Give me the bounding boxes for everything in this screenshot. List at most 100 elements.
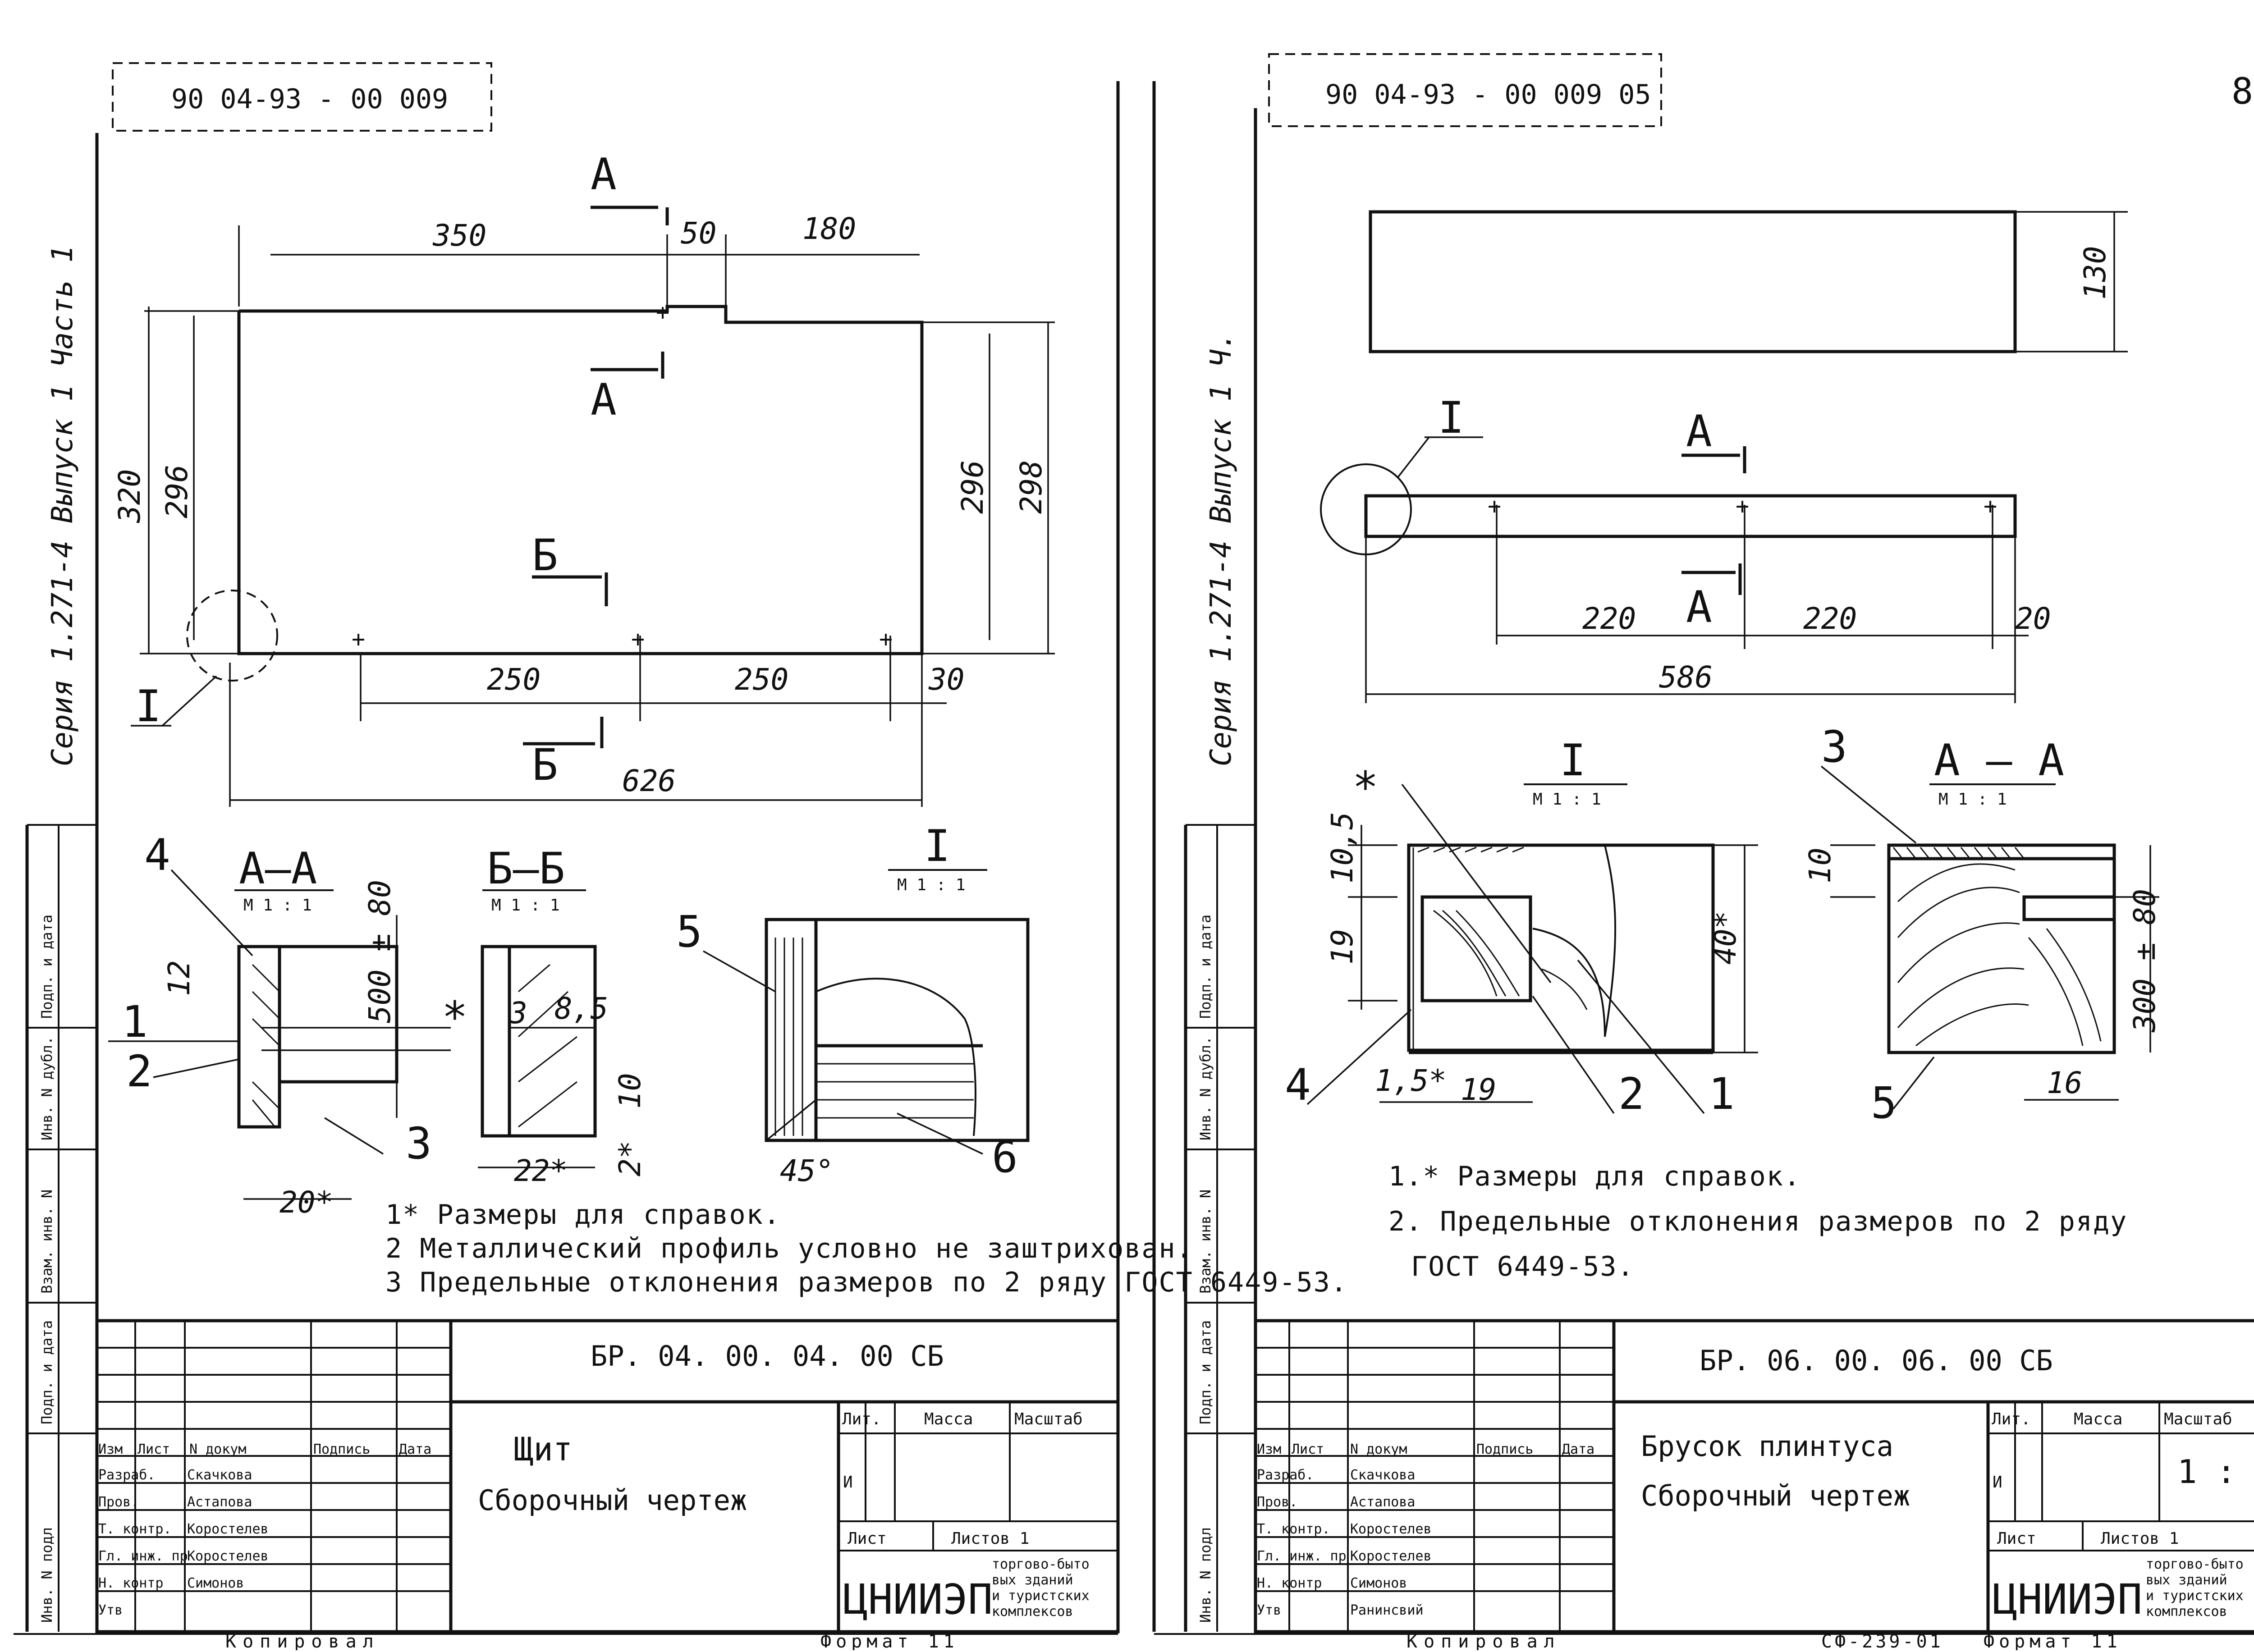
svg-text:+: +	[631, 626, 645, 652]
svg-text:Инв. N дубл.: Инв. N дубл.	[1197, 1036, 1214, 1140]
svg-text:Лит.: Лит.	[1992, 1410, 2031, 1428]
svg-text:2: 2	[126, 1046, 152, 1097]
svg-text:+: +	[1736, 493, 1749, 519]
svg-text:+: +	[879, 626, 893, 652]
svg-text:A: A	[591, 375, 617, 425]
detail-bb-left: Б–Б M 1 : 1 3 8,5 10 22* 2* *	[442, 843, 647, 1188]
doc-code-right: БР. 06. 00. 06. 00 СБ	[1700, 1344, 2053, 1377]
notes-right: 1.* Размеры для справок. 2. Предельные о…	[1388, 1161, 2126, 1282]
svg-text:торгово-быто: торгово-быто	[992, 1556, 1090, 1572]
svg-text:*: *	[442, 992, 468, 1043]
svg-text:Н. контр: Н. контр	[1257, 1575, 1322, 1591]
svg-text:2*: 2*	[613, 1141, 647, 1176]
svg-text:Инв. N подл: Инв. N подл	[1197, 1527, 1214, 1623]
svg-text:Подпись: Подпись	[1476, 1441, 1533, 1457]
svg-text:Разраб.: Разраб.	[98, 1467, 155, 1483]
svg-text:6: 6	[992, 1132, 1018, 1182]
plinth-front-view: 220 220 20 586 + + + A A I	[1320, 393, 2051, 703]
svg-text:+: +	[1488, 493, 1501, 519]
stamp-box-right	[1268, 53, 1662, 127]
svg-text:220: 220	[1582, 601, 1636, 636]
svg-text:Лит.: Лит.	[842, 1410, 881, 1428]
right-sheet: 90 04-93 - 00 009 05 8 Серия 1.271-4 Вып…	[1152, 53, 2254, 1652]
svg-text:1,5*: 1,5*	[1375, 1063, 1447, 1098]
svg-text:СФ-239-01: СФ-239-01	[1821, 1631, 1943, 1650]
svg-text:Лист: Лист	[137, 1441, 170, 1457]
svg-text:Т. контр.: Т. контр.	[98, 1521, 172, 1537]
svg-text:3: 3	[406, 1118, 432, 1169]
svg-text:Б: Б	[532, 740, 558, 790]
svg-text:торгово-быто: торгово-быто	[2146, 1556, 2244, 1572]
svg-text:Скачкова: Скачкова	[187, 1467, 252, 1483]
svg-text:19: 19	[1461, 1072, 1496, 1107]
title-block-right: БР. 06. 00. 06. 00 СБ Брусок плинтуса Сб…	[1254, 1319, 2254, 1634]
svg-text:Разраб.: Разраб.	[1257, 1467, 1314, 1483]
svg-text:и туристских: и туристских	[992, 1588, 1090, 1604]
svg-text:40*: 40*	[1708, 911, 1743, 965]
svg-text:+: +	[1984, 493, 1997, 519]
view-i-circle-right	[1320, 463, 1412, 555]
svg-text:I: I	[1560, 735, 1586, 786]
svg-text:Масштаб: Масштаб	[1014, 1410, 1083, 1428]
detail-aa-left: A–A M 1 : 1 500 ± 80 12 20* 4 1 2 3	[108, 830, 451, 1220]
svg-text:Подп. и дата: Подп. и дата	[1197, 915, 1214, 1019]
svg-text:12: 12	[162, 961, 197, 996]
svg-text:4: 4	[1285, 1060, 1311, 1110]
svg-text:30: 30	[928, 662, 964, 697]
svg-text:180: 180	[802, 211, 856, 246]
svg-text:50: 50	[681, 216, 716, 251]
svg-text:1: 1	[122, 997, 148, 1047]
svg-text:Подп. и дата: Подп. и дата	[38, 1320, 55, 1424]
svg-text:2: 2	[1618, 1069, 1645, 1119]
svg-text:A: A	[1686, 582, 1712, 632]
org-logo: ЦНИИЭП	[843, 1575, 993, 1624]
detail-i-right: I M 1 : 1 10,5 19 40* 1,5* 19 * 4	[1285, 735, 1758, 1119]
svg-text:8,5: 8,5	[554, 991, 608, 1026]
svg-text:586: 586	[1659, 660, 1713, 695]
svg-text:3: 3	[509, 996, 527, 1030]
svg-text:45°: 45°	[780, 1153, 834, 1188]
svg-text:M 1 : 1: M 1 : 1	[491, 896, 560, 915]
svg-text:A: A	[1686, 406, 1712, 457]
svg-text:Дата: Дата	[1562, 1441, 1594, 1457]
svg-text:I: I	[135, 681, 161, 732]
svg-text:Лист: Лист	[1292, 1441, 1324, 1457]
series-vertical-right: Серия 1.271-4 Выпуск 1 Ч.	[1205, 332, 1238, 766]
svg-text:Формат 11: Формат 11	[820, 1631, 959, 1650]
svg-text:10,5: 10,5	[1325, 812, 1360, 883]
svg-text:4: 4	[144, 830, 170, 880]
side-table: Инв. N подл Подп. и дата Взам. инв. N Ин…	[27, 825, 97, 1632]
svg-text:И: И	[843, 1473, 853, 1492]
svg-text:2 Металлический профиль условн: 2 Металлический профиль условно не заштр…	[385, 1233, 1193, 1264]
svg-text:Астапова: Астапова	[1350, 1494, 1416, 1510]
svg-text:5: 5	[1871, 1078, 1897, 1128]
svg-text:Коростелев: Коростелев	[1350, 1521, 1432, 1537]
svg-text:ГОСТ 6449-53.: ГОСТ 6449-53.	[1411, 1251, 1635, 1282]
svg-text:Астапова: Астапова	[187, 1494, 252, 1510]
svg-text:A — A: A — A	[1934, 735, 2064, 786]
svg-text:296: 296	[955, 460, 990, 514]
svg-text:Инв. N дубл.: Инв. N дубл.	[38, 1036, 55, 1140]
svg-text:N докум: N докум	[189, 1441, 246, 1457]
svg-text:Лист: Лист	[1997, 1529, 2036, 1548]
doc-type-right: Сборочный чертеж	[1641, 1479, 1910, 1512]
scale-value: 1 : 5	[2177, 1453, 2254, 1491]
svg-text:Подп. и дата: Подп. и дата	[38, 915, 55, 1019]
svg-text:296: 296	[160, 465, 194, 518]
svg-text:Коростелев: Коростелев	[187, 1521, 269, 1537]
svg-text:20: 20	[2015, 601, 2051, 636]
svg-text:Подпись: Подпись	[313, 1441, 370, 1457]
svg-text:10: 10	[613, 1073, 647, 1109]
svg-text:Взам. инв. N: Взам. инв. N	[38, 1190, 55, 1294]
doc-code: БР. 04. 00. 04. 00 СБ	[591, 1340, 944, 1373]
view-i-circle	[186, 590, 278, 682]
org-logo-right: ЦНИИЭП	[1993, 1575, 2142, 1624]
side-table-right: Инв. N подл Подп. и дата Взам. инв. N Ин…	[1186, 825, 1255, 1632]
svg-text:Коростелев: Коростелев	[1350, 1548, 1432, 1564]
svg-text:N докум: N докум	[1350, 1441, 1407, 1457]
svg-text:626: 626	[622, 764, 676, 798]
svg-text:Утв: Утв	[98, 1602, 123, 1618]
svg-text:I: I	[924, 821, 950, 871]
svg-text:A: A	[591, 149, 617, 200]
